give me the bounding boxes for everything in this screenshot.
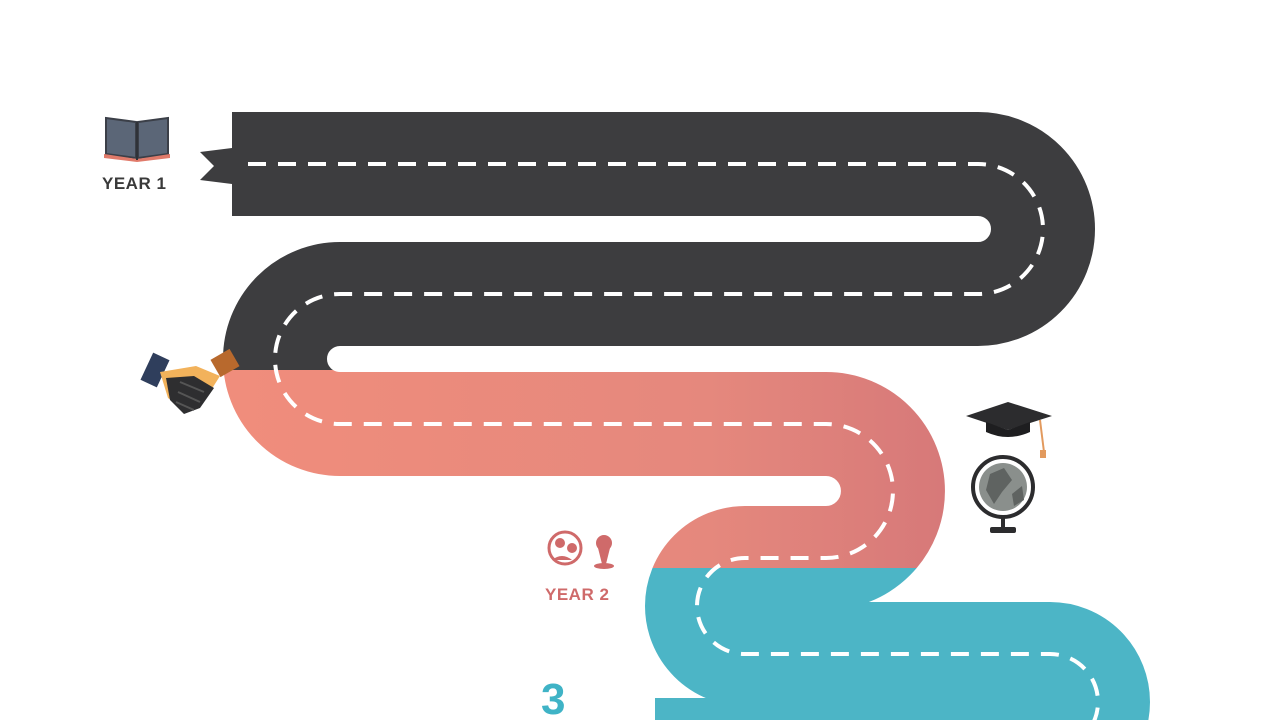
open-book-icon (104, 116, 170, 162)
handshake-icon (140, 348, 240, 414)
road-section-teal (645, 568, 1150, 720)
road-section-dark (223, 112, 1095, 370)
road-start-flag (200, 148, 232, 184)
globe-icon (971, 455, 1035, 533)
year-1-label: YEAR 1 (102, 174, 167, 193)
step-3-number: 3 (541, 675, 566, 724)
year-2-label: YEAR 2 (545, 585, 610, 604)
road-section-coral (223, 370, 945, 568)
graduation-cap-icon (966, 402, 1052, 458)
lane-marking (248, 162, 1100, 720)
people-and-pushpin-icon (547, 530, 614, 569)
